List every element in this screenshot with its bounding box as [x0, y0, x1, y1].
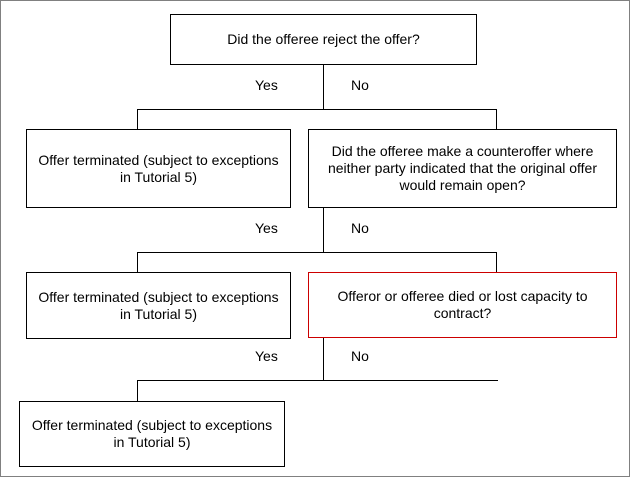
- result-1-text: Offer terminated (subject to exceptions …: [38, 151, 279, 185]
- result-2-text: Offer terminated (subject to exceptions …: [38, 288, 279, 322]
- question-2-text: Did the offeree make a counteroffer wher…: [327, 143, 598, 193]
- question-1-text: Did the offeree reject the offer?: [227, 31, 420, 47]
- result-3-box: Offer terminated (subject to exceptions …: [19, 401, 285, 467]
- question-3-text: Offeror or offeree died or lost capacity…: [337, 288, 588, 321]
- result-3-text: Offer terminated (subject to exceptions …: [31, 417, 273, 450]
- question-3-yes-label: Yes: [255, 348, 278, 364]
- question-3-box: Offeror or offeree died or lost capacity…: [308, 272, 617, 338]
- result-2-box: Offer terminated (subject to exceptions …: [26, 272, 291, 339]
- question-1-no-label: No: [351, 77, 369, 93]
- question-2-no-label: No: [351, 220, 369, 236]
- question-1-yes-label: Yes: [255, 77, 278, 93]
- question-2-yes-label: Yes: [255, 220, 278, 236]
- question-2-box: Did the offeree make a counteroffer wher…: [308, 129, 617, 208]
- question-1-box: Did the offeree reject the offer?: [170, 14, 477, 65]
- result-1-box: Offer terminated (subject to exceptions …: [26, 129, 291, 208]
- question-3-no-label: No: [351, 348, 369, 364]
